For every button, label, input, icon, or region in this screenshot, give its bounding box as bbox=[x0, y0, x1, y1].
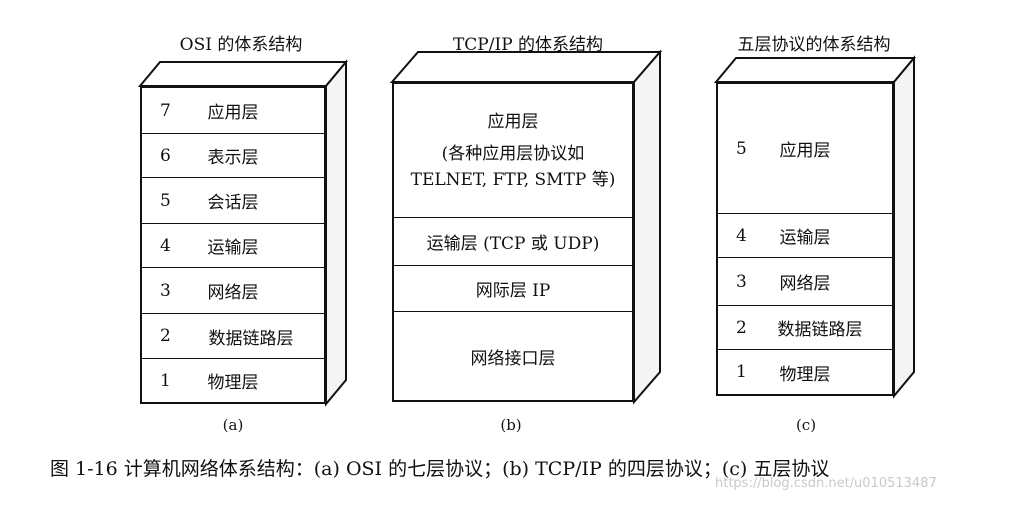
five-layer-stack: 5 应用层 4 运输层 3 网络层 2 数据链路层 1 物理层 bbox=[716, 82, 894, 396]
layer-detail-line-1: (各种应用层协议如 bbox=[441, 143, 585, 164]
layer-name: 物理层 bbox=[207, 373, 259, 393]
block-a-top-face bbox=[137, 61, 349, 87]
layer-number: 6 bbox=[160, 145, 171, 166]
block-b-side-face bbox=[633, 49, 661, 405]
layer-detail-line-2: TELNET, FTP, SMTP 等) bbox=[410, 169, 616, 190]
block-b-top-face bbox=[389, 51, 663, 83]
layer-number: 2 bbox=[736, 317, 747, 338]
osi-layer-3: 3 网络层 bbox=[142, 268, 324, 314]
layer-number: 1 bbox=[160, 370, 171, 391]
layer-name: 运输层 (TCP 或 UDP) bbox=[426, 234, 600, 254]
block-c-top-face bbox=[713, 57, 917, 83]
osi-layer-4: 4 运输层 bbox=[142, 224, 324, 268]
layer-name: 网络层 bbox=[207, 283, 259, 303]
layer-name: 网络接口层 bbox=[470, 348, 556, 369]
five-layer-3: 3 网络层 bbox=[718, 258, 892, 306]
block-a-side-face bbox=[325, 59, 347, 407]
osi-layer-5: 5 会话层 bbox=[142, 178, 324, 224]
diagram-b-label: (b) bbox=[500, 416, 522, 434]
five-layer-2: 2 数据链路层 bbox=[718, 306, 892, 350]
diagram-b-title: TCP/IP 的体系结构 bbox=[452, 35, 604, 55]
layer-name: 会话层 bbox=[207, 193, 259, 213]
layer-name: 应用层 bbox=[207, 103, 259, 123]
osi-layer-6: 6 表示层 bbox=[142, 134, 324, 178]
layer-number: 5 bbox=[160, 190, 171, 211]
tcpip-application-layer: 应用层 (各种应用层协议如 TELNET, FTP, SMTP 等) bbox=[394, 84, 632, 218]
five-layer-4: 4 运输层 bbox=[718, 214, 892, 258]
block-c-side-face bbox=[893, 55, 915, 399]
layer-name: 物理层 bbox=[779, 364, 831, 385]
figure-caption: 图 1-16 计算机网络体系结构：(a) OSI 的七层协议；(b) TCP/I… bbox=[50, 458, 830, 480]
diagram-c-label: (c) bbox=[795, 416, 817, 434]
tcpip-network-interface-layer: 网络接口层 bbox=[394, 312, 632, 400]
diagram-a-title: OSI 的体系结构 bbox=[179, 35, 303, 55]
osi-layer-2: 2 数据链路层 bbox=[142, 314, 324, 359]
layer-number: 5 bbox=[736, 138, 747, 159]
layer-number: 3 bbox=[736, 271, 747, 292]
tcpip-internet-layer: 网际层 IP bbox=[394, 266, 632, 312]
layer-name: 数据链路层 bbox=[777, 320, 863, 340]
layer-name: 网络层 bbox=[779, 274, 831, 294]
osi-layer-1: 1 物理层 bbox=[142, 359, 324, 402]
layer-number: 4 bbox=[736, 225, 747, 246]
watermark: https://blog.csdn.net/u010513487 bbox=[715, 476, 937, 491]
layer-name: 数据链路层 bbox=[208, 328, 294, 349]
tcpip-stack: 应用层 (各种应用层协议如 TELNET, FTP, SMTP 等) 运输层 (… bbox=[392, 82, 634, 402]
layer-name: 应用层 bbox=[779, 141, 831, 161]
five-layer-1: 1 物理层 bbox=[718, 350, 892, 394]
layer-name: 表示层 bbox=[207, 148, 259, 168]
layer-number: 2 bbox=[160, 326, 171, 346]
tcpip-transport-layer: 运输层 (TCP 或 UDP) bbox=[394, 218, 632, 266]
five-layer-5: 5 应用层 bbox=[718, 84, 892, 214]
layer-name: 运输层 bbox=[207, 238, 259, 258]
osi-stack: 7 应用层 6 表示层 5 会话层 4 运输层 3 网络层 2 数据链路层 1 … bbox=[140, 86, 326, 404]
layer-number: 3 bbox=[160, 280, 171, 301]
diagram-c-title: 五层协议的体系结构 bbox=[737, 35, 891, 55]
layer-number: 4 bbox=[160, 235, 171, 256]
osi-layer-7: 7 应用层 bbox=[142, 88, 324, 134]
layer-name: 运输层 bbox=[779, 228, 831, 248]
layer-name: 网际层 IP bbox=[475, 281, 551, 301]
layer-name: 应用层 bbox=[487, 111, 539, 132]
layer-number: 1 bbox=[736, 362, 747, 382]
diagram-a-label: (a) bbox=[222, 416, 244, 434]
layer-number: 7 bbox=[160, 100, 171, 121]
